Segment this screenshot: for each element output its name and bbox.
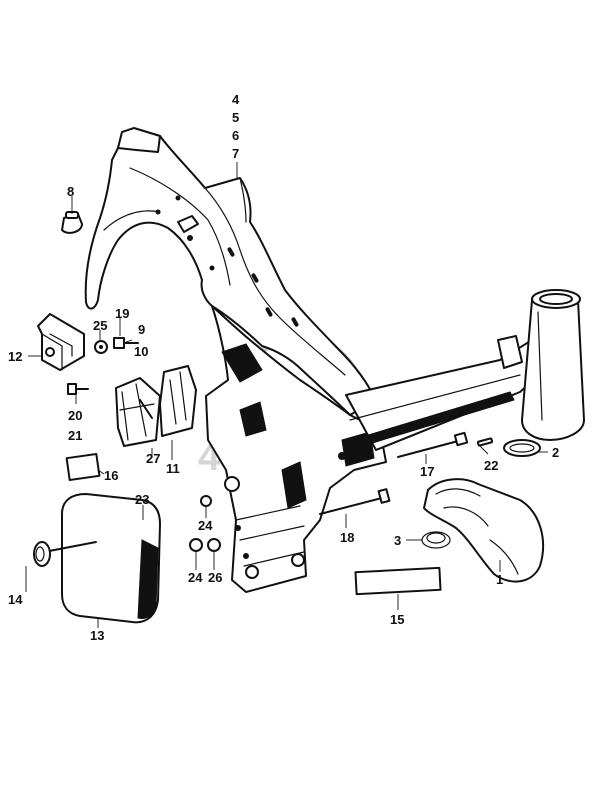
part-20-screw: [67, 383, 89, 395]
callout-20: 20: [68, 408, 82, 423]
mount-hole-a: [235, 525, 241, 531]
frame-rear-edge: [239, 177, 247, 223]
callout-17: 17: [420, 464, 434, 479]
frame-hole-1: [187, 235, 193, 241]
callout-24-upper: 24: [198, 518, 213, 533]
part-2-hose-clamp: [503, 439, 541, 457]
part-11-plate: [159, 365, 197, 437]
callout-18: 18: [340, 530, 354, 545]
frame-hole-3: [155, 209, 161, 215]
callout-26: 26: [208, 570, 222, 585]
callout-27: 27: [146, 451, 160, 466]
part-19-bolt: [113, 337, 139, 349]
head-pipe-body: [521, 299, 585, 441]
frame-slot-2: [251, 273, 259, 283]
head-pipe-top-bore: [539, 293, 573, 305]
mount-hole-c: [338, 452, 346, 460]
callout-3: 3: [394, 533, 401, 548]
part-15-label-strip: [354, 566, 442, 596]
part-17-long-bolt: [397, 431, 469, 458]
down-tube-shadow: [351, 391, 515, 449]
part-13-toolbox-cover: [61, 493, 161, 624]
part-18-through-bolt: [319, 488, 391, 515]
part-26-washer: [207, 538, 221, 552]
fender-inner-edge: [129, 167, 231, 286]
callout-7: 7: [232, 146, 239, 161]
head-pipe: [521, 289, 585, 441]
head-pipe-highlight: [537, 311, 543, 421]
main-frame: [84, 127, 377, 416]
part-1-intake-hose: [423, 478, 545, 583]
lower-mount-hole-right: [291, 553, 305, 567]
callout-24-lower: 24: [188, 570, 203, 585]
callout-14: 14: [8, 592, 23, 607]
callout-19: 19: [115, 306, 129, 321]
callout-21: 21: [68, 428, 82, 443]
callout-10: 10: [134, 344, 148, 359]
callout-1: 1: [496, 572, 503, 587]
part-8-grommet: [61, 211, 83, 234]
callout-16: 16: [104, 468, 118, 483]
tube-gusset: [497, 335, 523, 369]
frame-hole-4: [175, 195, 181, 201]
callout-5: 5: [232, 110, 239, 125]
callout-6: 6: [232, 128, 239, 143]
part-22-screw: [476, 437, 494, 447]
frame-spine-line: [204, 187, 346, 376]
callout-9: 9: [138, 322, 145, 337]
frame-slot-3: [265, 307, 273, 317]
callout-23: 23: [135, 492, 149, 507]
callout-4: 4: [232, 92, 240, 107]
lower-frame-body: [205, 305, 387, 593]
callout-22: 22: [484, 458, 498, 473]
callout-15: 15: [390, 612, 404, 627]
part-3-wire-clip: [421, 531, 451, 549]
callout-25: 25: [93, 318, 107, 333]
callout-2: 2: [552, 445, 559, 460]
mount-shadow-2: [239, 401, 267, 437]
frame-slot-4: [291, 317, 299, 327]
top-bracket: [117, 127, 161, 153]
part-24-nut-upper: [200, 495, 212, 507]
part-14-knob-screw: [33, 541, 97, 567]
callout-13: 13: [90, 628, 104, 643]
mount-hole-b: [243, 553, 249, 559]
frame-slot-1: [227, 247, 235, 257]
frame-hole-2: [209, 265, 215, 271]
callout-labels: 4 5 6 7 8 19 25 9 10 12 20 21 27 11 16 2…: [8, 92, 559, 643]
callout-11: 11: [166, 461, 180, 476]
fender-rim-line: [103, 210, 161, 231]
part-24-nut-lower: [189, 538, 203, 552]
leader-lines: [25, 162, 548, 628]
mount-shadow-3: [281, 461, 307, 509]
part-25-washer-hole: [99, 345, 103, 349]
fender-stud: [177, 215, 199, 233]
mount-boss: [224, 476, 240, 492]
down-tube-highlight: [349, 374, 521, 421]
callout-12: 12: [8, 349, 22, 364]
part-12-clamp: [37, 313, 85, 371]
part-27-bracket: [115, 377, 161, 447]
lower-mount-hole-left: [245, 565, 259, 579]
part-16-decal: [65, 453, 101, 481]
rear-fender-arch: [84, 129, 377, 416]
callout-8: 8: [67, 184, 74, 199]
mount-shadow-1: [221, 343, 263, 383]
